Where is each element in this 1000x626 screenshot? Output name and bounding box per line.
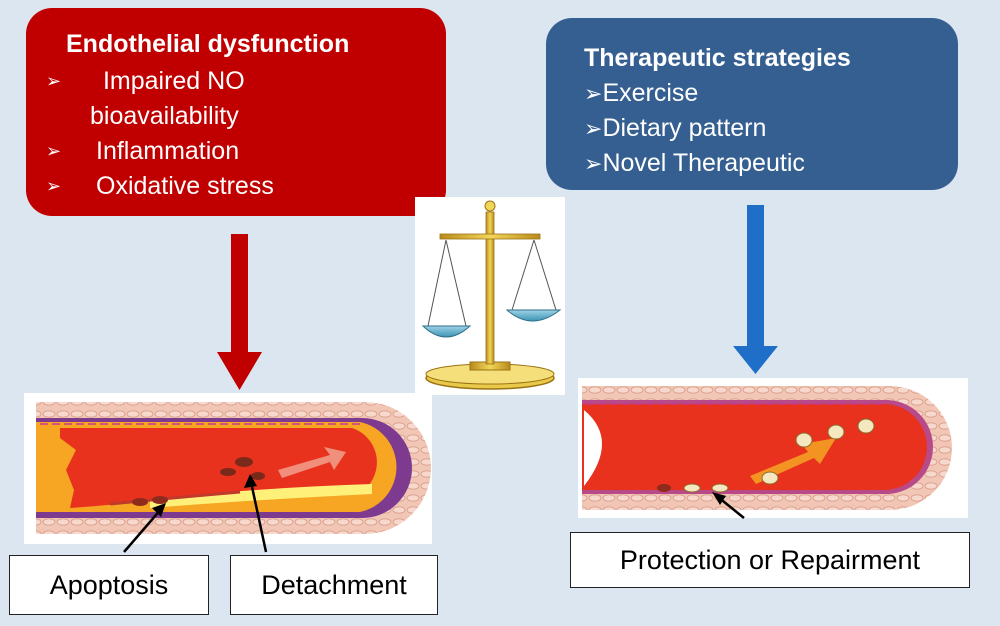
arrowhead-bullet-icon: ➢ xyxy=(584,116,603,141)
protection-label: Protection or Repairment xyxy=(570,532,970,588)
arrowhead-bullet-icon: ➢ xyxy=(46,141,62,161)
arrowhead-bullet-icon: ➢ xyxy=(584,81,603,106)
list-item: ➢Oxidative stress xyxy=(34,169,274,204)
therapeutic-strategies-panel: Therapeutic strategies ➢Exercise ➢Dietar… xyxy=(546,18,958,190)
list-item: ➢Inflammation xyxy=(34,134,274,169)
list-item: ➢Novel Therapeutic xyxy=(584,149,805,177)
list-item: ➢Exercise xyxy=(584,79,699,107)
detachment-label: Detachment xyxy=(230,555,438,615)
list-item: ➢Dietary pattern xyxy=(584,114,767,142)
arrowhead-bullet-icon: ➢ xyxy=(584,151,603,176)
therapeutic-strategies-title: Therapeutic strategies xyxy=(584,44,851,72)
red-down-arrow-icon xyxy=(217,234,262,390)
dysfunction-list: ➢ Impaired NO bioavailability ➢Inflammat… xyxy=(34,64,274,204)
endothelial-dysfunction-panel: Endothelial dysfunction ➢ Impaired NO bi… xyxy=(26,8,446,216)
balance-scale-icon xyxy=(415,197,565,395)
list-item: ➢ Impaired NO xyxy=(34,64,274,99)
dysfunctional-vessel-illustration xyxy=(24,393,432,553)
arrowhead-bullet-icon: ➢ xyxy=(46,71,62,91)
repaired-vessel-illustration xyxy=(578,378,968,519)
arrowhead-bullet-icon: ➢ xyxy=(46,176,62,196)
endothelial-dysfunction-title: Endothelial dysfunction xyxy=(66,30,350,58)
blue-down-arrow-icon xyxy=(733,205,778,374)
apoptosis-label: Apoptosis xyxy=(9,555,209,615)
strategies-list: ➢Exercise ➢Dietary pattern ➢Novel Therap… xyxy=(584,76,805,181)
list-item: bioavailability xyxy=(90,102,239,130)
